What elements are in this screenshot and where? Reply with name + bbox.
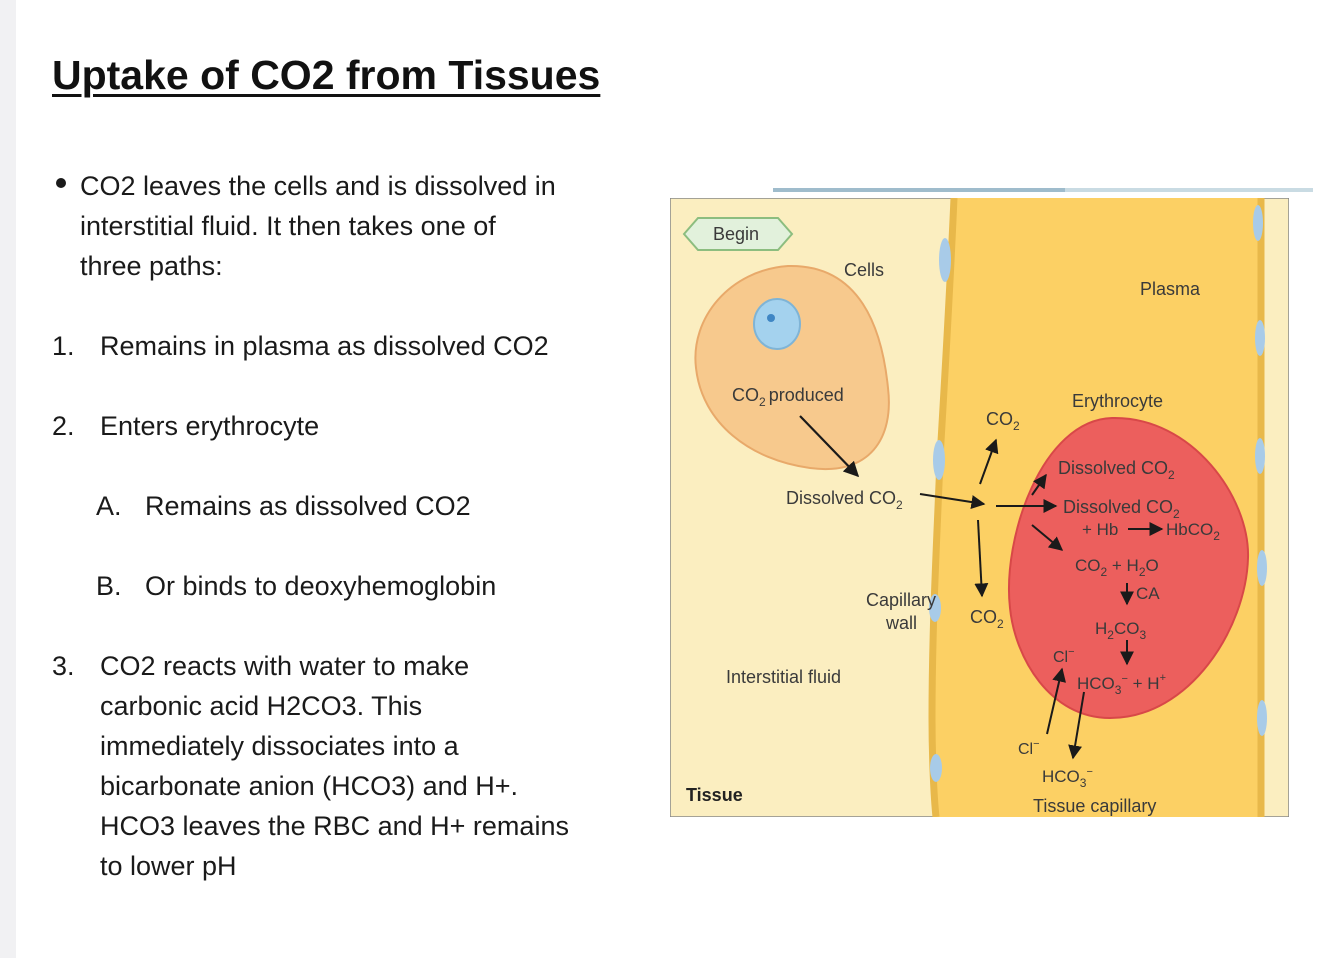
tissue-capillary-label: Tissue capillary [1033,796,1156,816]
plasma-label: Plasma [1140,279,1201,299]
capillary-label: Capillary [866,590,936,610]
co2-plus-h2o-label: CO2 + H2O [1075,556,1159,579]
slide-title: Uptake of CO2 from Tissues [52,52,601,98]
chloride-out-label: Cl− [1018,738,1040,758]
subitem-letter-b: B. [96,571,122,601]
hco3-plus-h-label: HCO3− + H+ [1077,672,1166,697]
co2-from-rbc-label: CO2 [970,607,1004,631]
item-number-3: 3. [52,651,75,681]
rbc-dissolved-co2-hb-label: Dissolved CO2 [1063,497,1180,521]
item-number-1: 1. [52,331,75,361]
item-1-text: Remains in plasma as dissolved CO2 [100,331,549,361]
ca-enzyme-label: CA [1136,584,1160,603]
item-number-2: 2. [52,411,75,441]
endothelial-nucleus [1257,550,1267,586]
endothelial-nucleus [930,754,942,782]
arrow-chloride-shift-in [1046,667,1066,735]
rbc-dissolved-co2-label: Dissolved CO2 [1058,458,1175,482]
begin-label: Begin [713,224,759,244]
endothelial-nucleus [933,440,945,480]
interstitial-fluid-label: Interstitial fluid [726,667,841,687]
item-3-line-1: CO2 reacts with water to make [100,651,470,681]
endothelial-nucleus [939,238,951,282]
intro-line-3: three paths: [80,251,223,281]
tissue-label: Tissue [686,785,743,805]
chloride-in-label: Cl− [1053,646,1075,666]
cell-nucleus [753,298,801,350]
intro-line-1: CO2 leaves the cells and is dissolved in [80,171,556,201]
subitem-a-text: Remains as dissolved CO2 [145,491,471,521]
item-3-line-5: HCO3 leaves the RBC and H+ remains [100,811,569,841]
tissue-cell [694,264,890,471]
cells-label: Cells [844,260,884,280]
subitem-b-text: Or binds to deoxyhemoglobin [145,571,497,601]
arrow-to-dissolved-co2 [1031,473,1047,496]
item-3-line-3: immediately dissociates into a [100,731,459,761]
slide-divider-bar-accent [773,188,1065,192]
arrow-cell-to-interstitial [799,415,860,478]
left-margin-strip [0,0,16,958]
co2-into-plasma-label: CO2 [986,409,1020,433]
erythrocyte [1008,416,1250,720]
endothelial-nucleus [1255,438,1265,474]
interstitial-dissolved-co2-label: Dissolved CO2 [786,488,903,512]
erythrocyte-label: Erythrocyte [1072,391,1163,411]
subitem-letter-a: A. [96,491,122,521]
wall-label: wall [885,613,917,633]
hbco2-label: HbCO2 [1166,520,1220,543]
capillary-wall-left [928,198,958,817]
arrow-bicarbonate-out [1068,691,1085,760]
bullet-dot [56,178,66,188]
item-3-line-6: to lower pH [100,851,237,881]
arrow-down-co2 [974,519,989,598]
item-2-text: Enters erythrocyte [100,411,320,441]
item-3-line-4: bicarbonate anion (HCO3) and H+. [100,771,518,801]
endothelial-nucleus [1255,320,1265,356]
endothelial-nucleus [1257,700,1267,736]
arrow-to-co2-h2o [1031,524,1064,551]
nucleolus [767,314,775,322]
intro-line-2: interstitial fluid. It then takes one of [80,211,496,241]
endothelial-nucleus [929,594,941,622]
h2co3-label: H2CO3 [1095,619,1146,642]
arrow-interstitial-to-plasma [919,493,986,509]
endothelial-nucleus [1253,205,1263,241]
item-3-line-2: carbonic acid H2CO3. This [100,691,423,721]
plus-hb-label: + Hb [1082,520,1118,539]
bicarbonate-out-label: HCO3− [1042,766,1093,790]
arrow-up-to-plasma-co2 [979,438,999,485]
begin-badge [682,217,794,251]
